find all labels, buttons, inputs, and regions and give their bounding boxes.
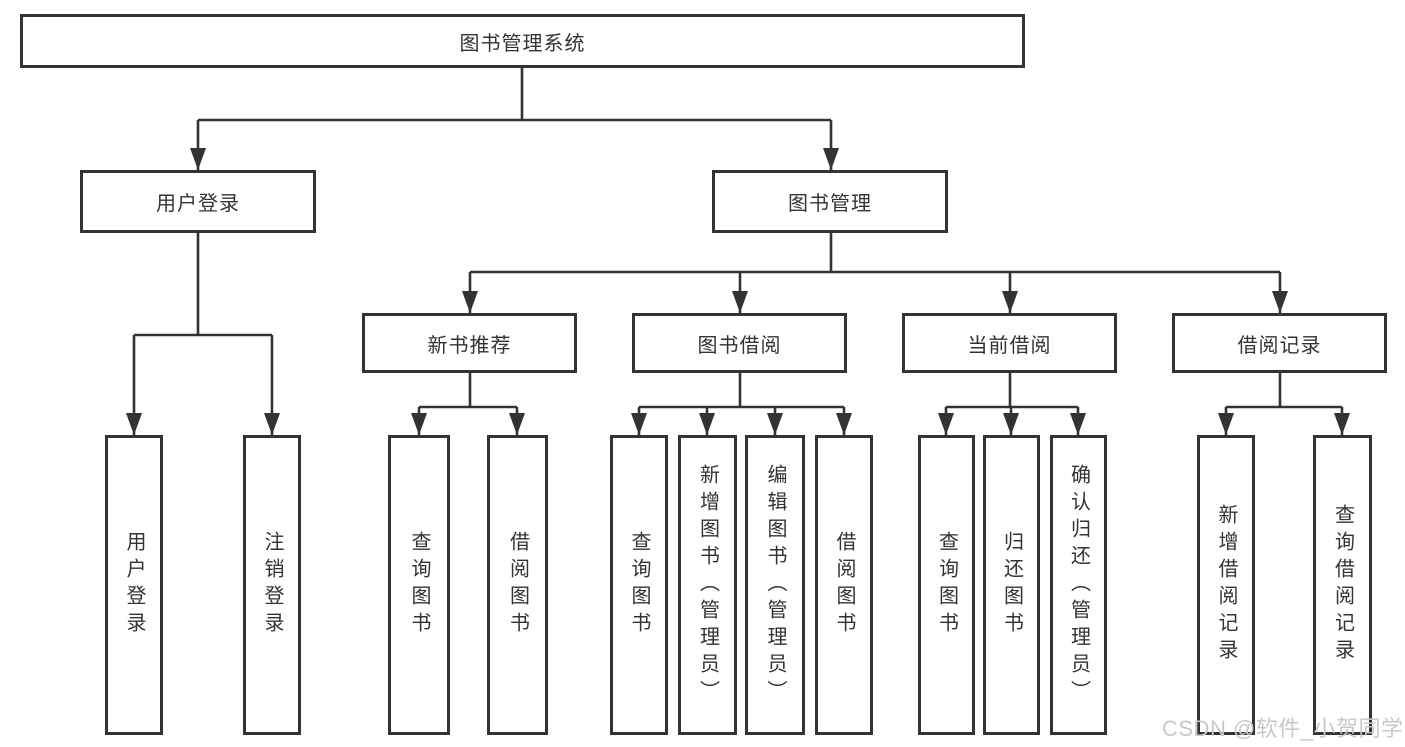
leaf-add-book-admin: 新增图书（管理员）	[678, 435, 737, 735]
leaf-label: 查询图书	[628, 531, 650, 639]
leaf-query-books-current: 查询图书	[918, 435, 975, 735]
node-book-borrowing: 图书借阅	[632, 313, 847, 373]
leaf-label: 查询图书	[408, 531, 430, 639]
node-current-borrowing: 当前借阅	[902, 313, 1117, 373]
leaf-label: 用户登录	[123, 531, 145, 639]
leaf-label: 注销登录	[261, 531, 283, 639]
leaf-label: 查询图书	[935, 531, 958, 639]
leaf-label: 借阅图书	[833, 531, 855, 639]
leaf-label: 借阅图书	[506, 531, 529, 639]
arrowhead-icons	[126, 148, 1350, 435]
leaf-label: 新增图书（管理员）	[696, 463, 719, 707]
leaf-label: 确认归还（管理员）	[1067, 463, 1090, 707]
leaf-query-borrow-record: 查询借阅记录	[1313, 435, 1372, 735]
csdn-watermark: CSDN @软件_小贺同学	[1162, 716, 1404, 741]
leaf-user-login: 用户登录	[105, 435, 163, 735]
leaf-label: 查询借阅记录	[1331, 504, 1354, 666]
leaf-query-books-borrow: 查询图书	[610, 435, 668, 735]
leaf-label: 归还图书	[1000, 531, 1023, 639]
node-user-login: 用户登录	[80, 170, 316, 233]
node-borrowing-records: 借阅记录	[1172, 313, 1387, 373]
leaf-confirm-return-admin: 确认归还（管理员）	[1050, 435, 1107, 735]
node-root: 图书管理系统	[20, 14, 1025, 68]
leaf-query-books-recommend: 查询图书	[388, 435, 450, 735]
leaf-edit-book-admin: 编辑图书（管理员）	[745, 435, 805, 735]
node-new-book-recommend: 新书推荐	[362, 313, 577, 373]
leaf-borrow-books-recommend: 借阅图书	[487, 435, 548, 735]
node-book-management: 图书管理	[712, 170, 948, 233]
leaf-return-books: 归还图书	[983, 435, 1040, 735]
leaf-label: 编辑图书（管理员）	[764, 463, 786, 707]
leaf-logout: 注销登录	[243, 435, 301, 735]
leaf-label: 新增借阅记录	[1215, 504, 1237, 666]
leaf-borrow-books: 借阅图书	[815, 435, 873, 735]
leaf-add-borrow-record: 新增借阅记录	[1197, 435, 1255, 735]
